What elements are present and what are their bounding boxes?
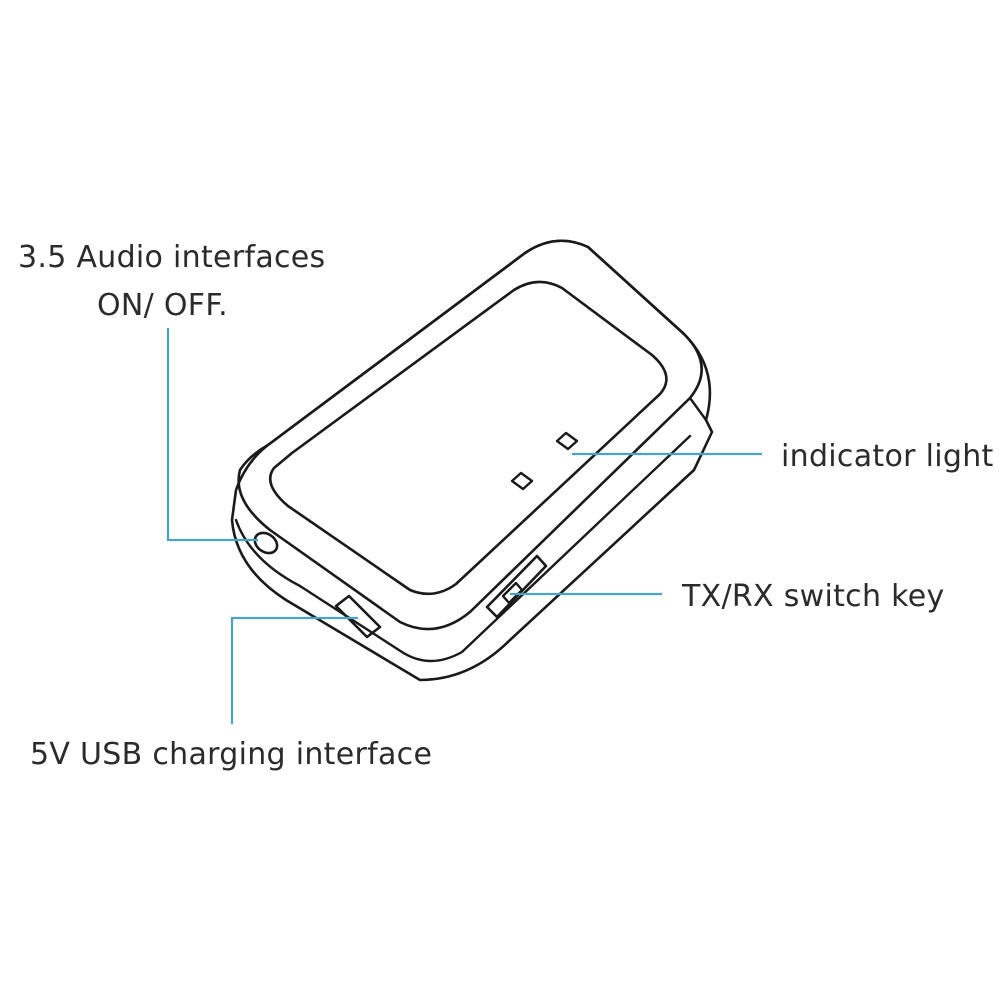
device-top-panel — [269, 280, 668, 596]
leader-line-usb — [230, 616, 358, 724]
label-usb-charging: 5V USB charging interface — [30, 737, 433, 772]
audio-jack-icon — [253, 531, 279, 555]
indicator-light-top — [555, 431, 579, 451]
device-side-edge-right — [688, 396, 708, 422]
usb-port-icon — [334, 594, 382, 639]
label-audio-interface: 3.5 Audio interfaces — [18, 240, 326, 275]
device-body-outline — [230, 239, 714, 682]
label-on-off: ON/ OFF. — [97, 288, 228, 323]
switch-key-knob — [501, 581, 524, 605]
label-switch-key: TX/RX switch key — [682, 579, 945, 614]
device-side-edge — [234, 434, 692, 663]
indicator-light-bottom — [510, 471, 534, 491]
device-top-face — [237, 239, 703, 631]
label-indicator-light: indicator light — [781, 439, 994, 474]
switch-key-icon — [485, 554, 548, 619]
leader-line-audio — [166, 328, 258, 542]
